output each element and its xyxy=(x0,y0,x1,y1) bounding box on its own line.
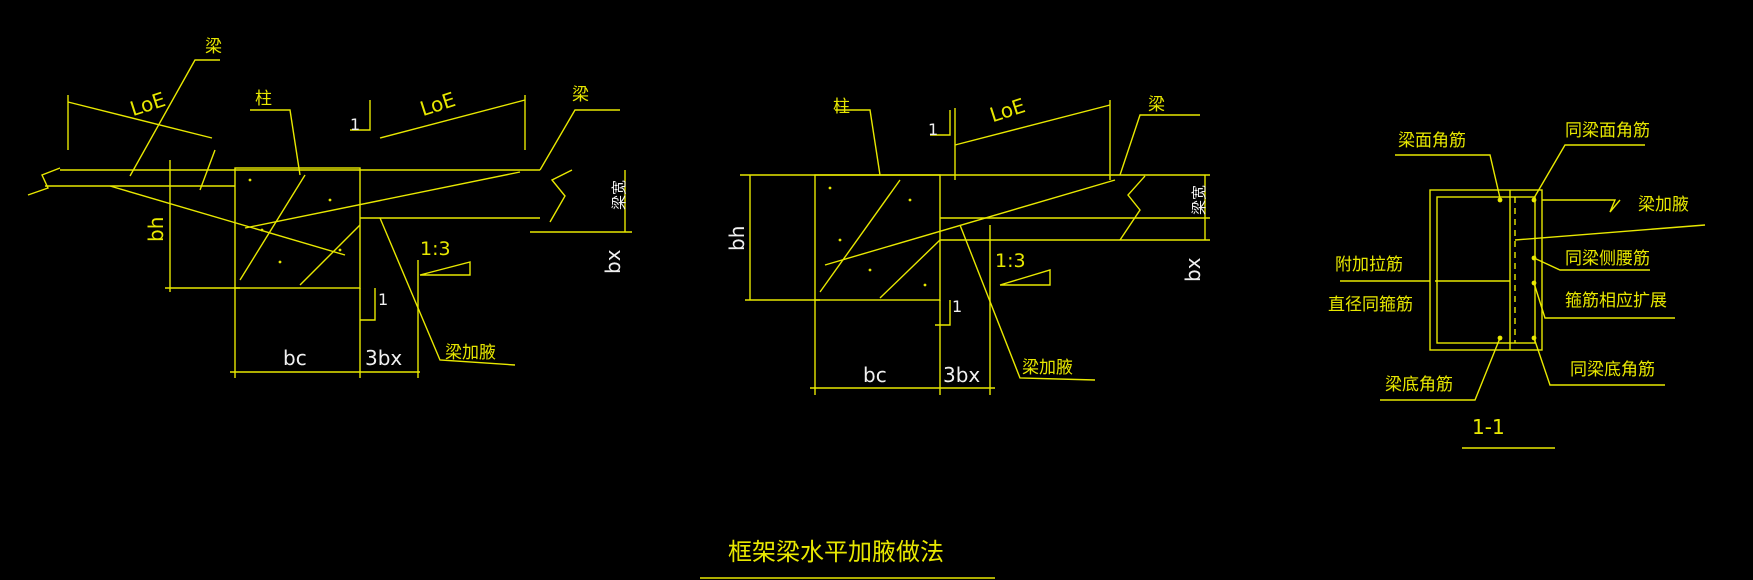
section-label-same-top: 同梁面角筋 xyxy=(1565,121,1650,141)
left-cut-mark-top xyxy=(350,100,371,131)
aggregate-dot xyxy=(260,228,264,232)
middle-leader-haunch xyxy=(959,224,1096,381)
left-haunch-line-right xyxy=(244,171,521,229)
left-label-loe-2: LoE xyxy=(417,87,458,121)
left-break-symbol xyxy=(27,167,61,196)
left-leader-haunch xyxy=(379,217,516,366)
section-inner-box xyxy=(1436,196,1536,344)
left-label-cut-top: 1 xyxy=(350,115,360,134)
left-label-beam-width: 梁宽 xyxy=(610,180,628,210)
left-leader-column xyxy=(250,109,301,176)
section-haunch-extent xyxy=(1514,224,1706,241)
aggregate-dot xyxy=(278,260,282,264)
left-label-beam: 梁 xyxy=(205,37,222,57)
middle-leader-beam-right xyxy=(1119,114,1200,176)
drawing-title-block: 框架梁水平加腋做法 xyxy=(700,538,995,579)
middle-label-beam-width: 梁宽 xyxy=(1190,185,1208,215)
aggregate-dot xyxy=(338,248,342,252)
middle-cut-mark-bottom xyxy=(935,300,951,326)
section-leader-same-bottom xyxy=(1533,337,1665,386)
section-label-stirrup: 箍筋相应扩展 xyxy=(1565,291,1667,311)
left-label-cut-bottom: 1 xyxy=(378,290,388,309)
section-leader-haunch xyxy=(1542,199,1621,213)
section-label-tie-2: 直径同箍筋 xyxy=(1328,295,1413,315)
left-label-bx: bx xyxy=(601,249,625,274)
section-outer-box xyxy=(1429,189,1543,351)
section-leader-stirrup xyxy=(1533,282,1675,319)
section-corner-bar xyxy=(1531,197,1537,203)
left-detail: 梁 柱 LoE LoE 梁 bh 梁宽 bx bc 3bx 1:3 1 1 梁加… xyxy=(27,37,632,378)
aggregate-dot xyxy=(248,178,252,182)
middle-column-box xyxy=(814,174,941,301)
middle-label-slope: 1:3 xyxy=(995,250,1026,272)
middle-slope-triangle xyxy=(999,269,1051,286)
aggregate-dot xyxy=(838,238,842,242)
section-leader-bottom xyxy=(1380,337,1501,401)
middle-detail: 柱 LoE 梁 bh 梁宽 bx bc 3bx 1:3 1 1 梁加腋 xyxy=(725,93,1210,395)
middle-leader-column xyxy=(835,109,881,176)
middle-column-hatch xyxy=(819,179,901,293)
aggregate-dot xyxy=(868,268,872,272)
left-haunch-line xyxy=(109,185,346,256)
section-label-same-bottom: 同梁底角筋 xyxy=(1570,360,1655,380)
aggregate-dot xyxy=(328,198,332,202)
section-detail: 梁面角筋 同梁面角筋 梁加腋 附加拉筋 直径同箍筋 同梁侧腰筋 箍筋相应扩展 梁… xyxy=(1328,121,1706,449)
section-corner-bar xyxy=(1497,197,1503,203)
middle-haunch-line xyxy=(824,179,1116,266)
middle-label-cut-top: 1 xyxy=(928,120,938,139)
middle-label-3bx: 3bx xyxy=(943,363,980,387)
left-break-symbol-right xyxy=(549,169,573,223)
section-label-top-corner: 梁面角筋 xyxy=(1398,131,1466,151)
aggregate-dot xyxy=(908,198,912,202)
left-label-haunch: 梁加腋 xyxy=(445,343,496,363)
left-label-bc: bc xyxy=(283,346,307,370)
middle-label-bh: bh xyxy=(725,226,749,251)
aggregate-dot xyxy=(828,186,832,190)
middle-label-column: 柱 xyxy=(833,97,850,117)
left-label-bh: bh xyxy=(144,217,168,242)
drawing-title: 框架梁水平加腋做法 xyxy=(728,538,944,566)
left-column-hatch xyxy=(239,174,306,281)
left-column-box xyxy=(234,167,361,289)
left-loe-dim-2 xyxy=(379,99,526,139)
middle-break-symbol xyxy=(1119,175,1146,241)
section-label-bottom: 梁底角筋 xyxy=(1385,375,1453,395)
left-leader-beam-2 xyxy=(199,149,216,191)
middle-label-haunch: 梁加腋 xyxy=(1022,358,1073,378)
left-label-beam-right: 梁 xyxy=(572,85,589,105)
left-slope-triangle xyxy=(419,261,471,276)
middle-label-bx: bx xyxy=(1181,257,1205,282)
left-label-3bx: 3bx xyxy=(365,346,402,370)
section-label-haunch: 梁加腋 xyxy=(1638,195,1689,215)
left-label-column: 柱 xyxy=(255,89,272,109)
middle-loe-dim xyxy=(954,104,1111,146)
middle-label-beam-right: 梁 xyxy=(1148,95,1165,115)
section-label-tie-1: 附加拉筋 xyxy=(1335,255,1403,275)
left-loe-dim-1 xyxy=(67,101,213,139)
left-column-hatch xyxy=(299,224,361,286)
middle-cut-mark-top xyxy=(930,110,951,136)
section-leader-side xyxy=(1533,257,1650,271)
section-leader-top-corner xyxy=(1395,154,1501,199)
left-leader-beam-right xyxy=(539,109,620,171)
middle-label-loe: LoE xyxy=(987,93,1028,127)
section-label-side: 同梁侧腰筋 xyxy=(1565,249,1650,269)
middle-column-hatch xyxy=(879,239,941,299)
middle-label-bc: bc xyxy=(863,363,887,387)
left-cut-mark-bottom xyxy=(360,288,376,321)
middle-label-cut-bottom: 1 xyxy=(952,297,962,316)
left-label-loe-1: LoE xyxy=(127,87,168,121)
section-label: 1-1 xyxy=(1472,415,1505,439)
aggregate-dot xyxy=(923,283,927,287)
section-leader-same-top xyxy=(1533,144,1645,199)
left-leader-beam xyxy=(129,59,220,177)
left-label-slope: 1:3 xyxy=(420,238,451,260)
